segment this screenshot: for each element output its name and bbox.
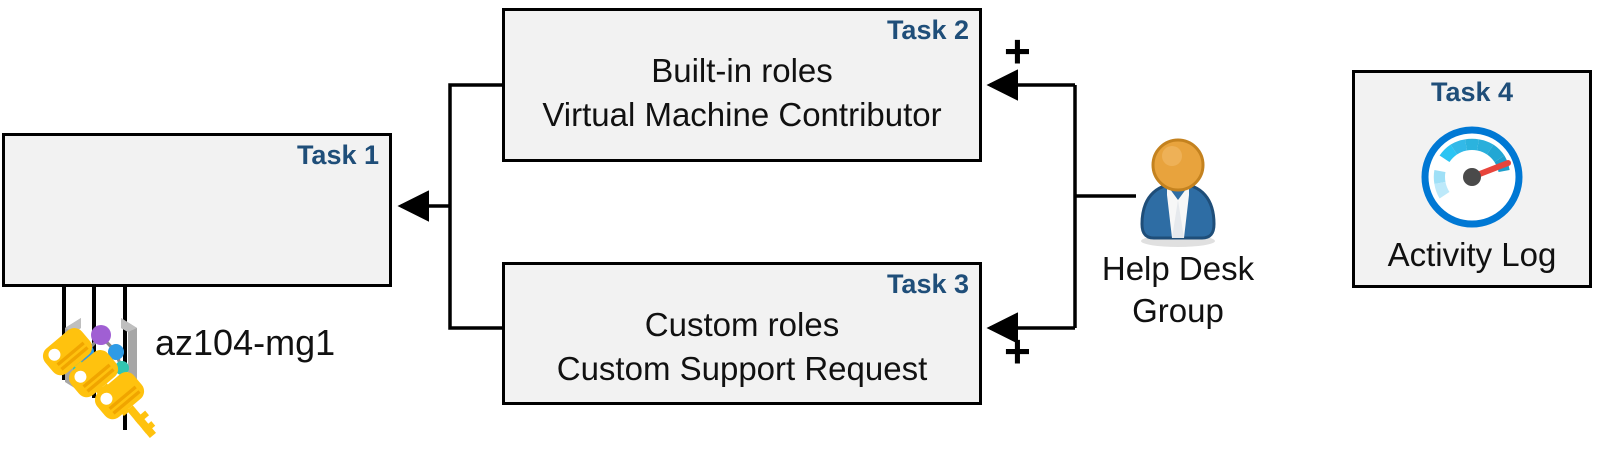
task2-box[interactable]: Task 2 Built-in roles Virtual Machine Co…: [502, 8, 982, 162]
task3-box[interactable]: Task 3 Custom roles Custom Support Reque…: [502, 262, 982, 405]
plus-sign-top: +: [1004, 25, 1031, 77]
task2-text: Built-in roles Virtual Machine Contribut…: [542, 52, 942, 133]
task2-label: Task 2: [886, 15, 969, 45]
task4-label: Task 4: [1430, 77, 1514, 107]
keys-icon: [42, 328, 156, 439]
task4-box[interactable]: Task 4 Activity Log: [1352, 70, 1592, 288]
connector-tasks-to-mg: [397, 83, 502, 330]
activity-log-gauge-icon: [1421, 126, 1523, 228]
task1-title: az104-mg1: [155, 322, 336, 363]
task4-title: Activity Log: [1387, 236, 1557, 273]
task3-label: Task 3: [886, 269, 969, 299]
task3-text: Custom roles Custom Support Request: [556, 306, 928, 387]
task1-box[interactable]: Task 1 az10: [2, 133, 392, 392]
task1-label: Task 1: [296, 140, 379, 170]
helpdesk-label: Help Desk Group: [1101, 250, 1255, 329]
user-group-icon: [1140, 138, 1216, 247]
plus-sign-bottom: +: [1004, 325, 1031, 377]
